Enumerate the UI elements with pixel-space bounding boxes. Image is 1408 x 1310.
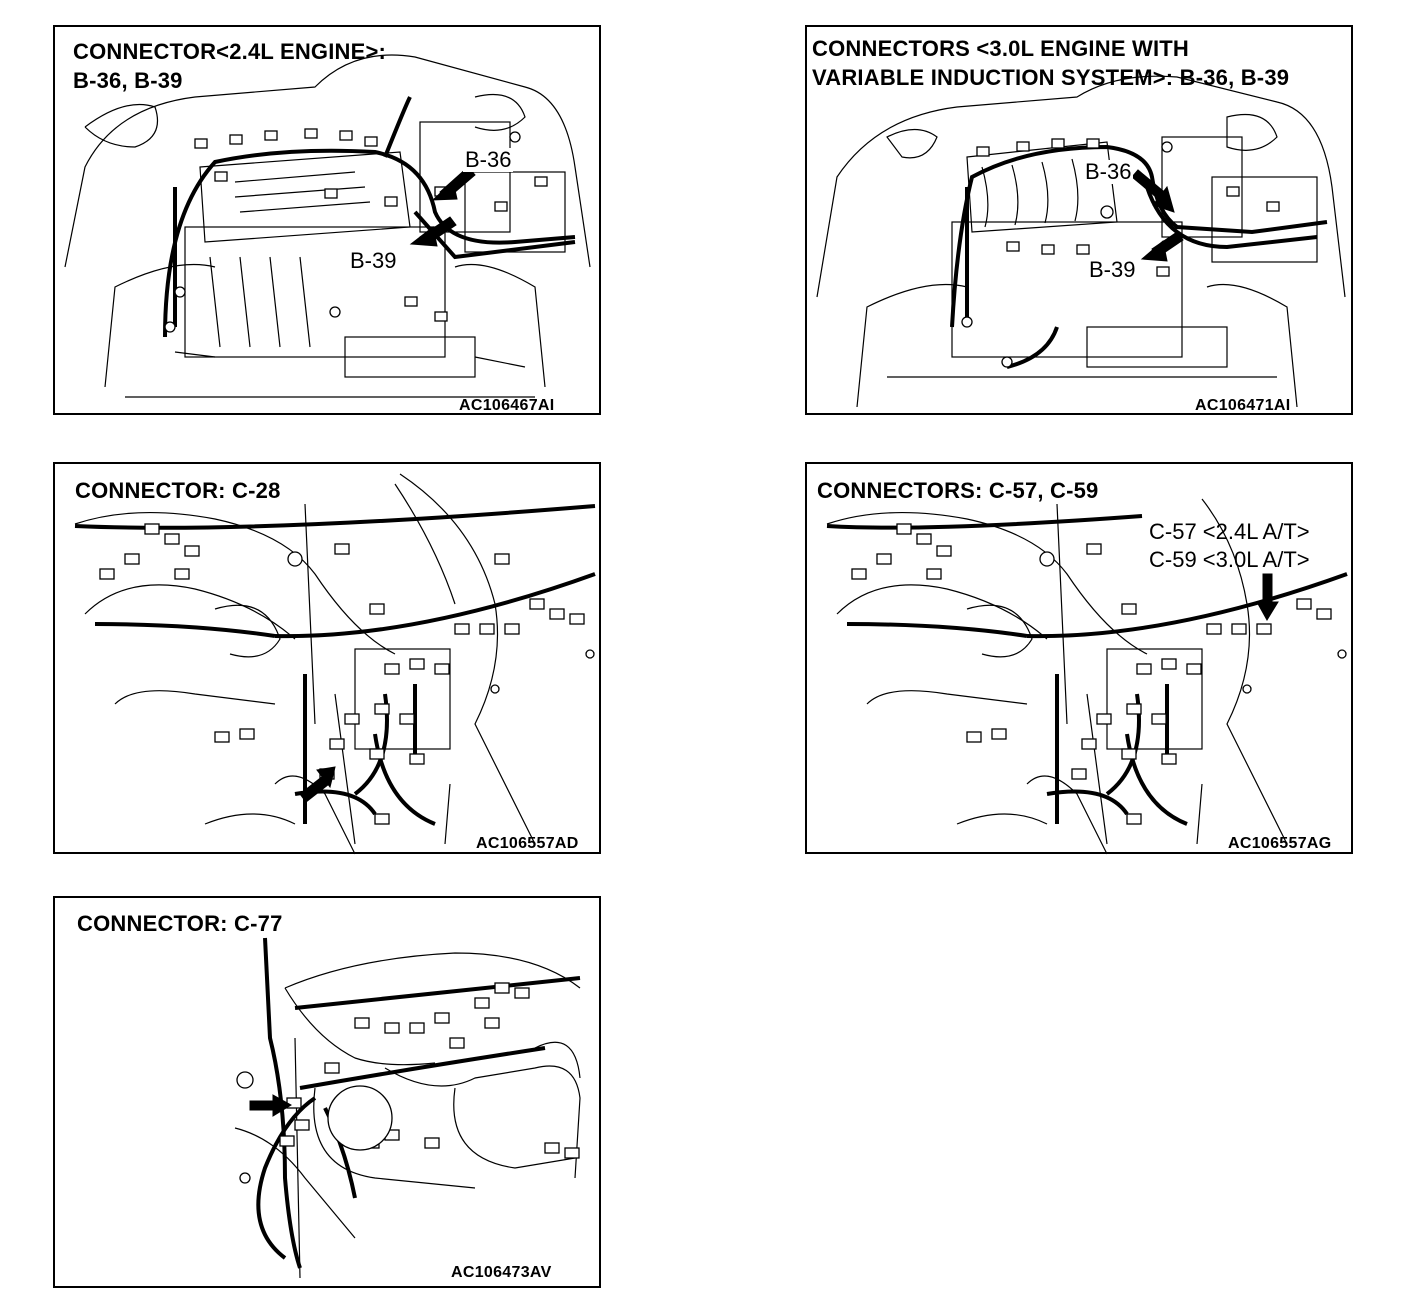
figure-code: AC106557AD bbox=[476, 835, 579, 852]
diagram-panel-c-28: CONNECTOR: C-28 AC106557AD bbox=[53, 462, 601, 855]
title-line-1: CONNECTORS: C-57, C-59 bbox=[817, 478, 1099, 503]
engine-bay-illustration-3-0l bbox=[816, 75, 1346, 408]
title-line-2: B-36, B-39 bbox=[73, 68, 183, 93]
diagram-title: CONNECTOR<2.4L ENGINE>: B-36, B-39 bbox=[73, 37, 386, 95]
connector-callout-b-36: B-36 bbox=[1083, 159, 1134, 184]
figure-code: AC106471AI bbox=[1195, 397, 1291, 414]
diagram-title: CONNECTOR: C-28 bbox=[75, 476, 281, 505]
diagram-title: CONNECTOR: C-77 bbox=[77, 909, 283, 938]
dashboard-harness-illustration-c-57-c-59 bbox=[826, 498, 1348, 855]
connector-callout-c-59: C-59 <3.0L A/T> bbox=[1149, 547, 1310, 572]
diagram-panel-c-57-c-59: CONNECTORS: C-57, C-59 C-57 <2.4L A/T> C… bbox=[805, 462, 1353, 855]
diagram-panel-3-0l-engine: CONNECTORS <3.0L ENGINE WITH VARIABLE IN… bbox=[805, 25, 1353, 415]
title-line-1: CONNECTOR: C-28 bbox=[75, 478, 281, 503]
figure-code: AC106473AV bbox=[451, 1264, 552, 1281]
connector-callout-b-36: B-36 bbox=[463, 147, 514, 172]
dashboard-harness-illustration-c-77 bbox=[234, 937, 581, 1279]
diagram-title: CONNECTORS: C-57, C-59 bbox=[817, 476, 1098, 505]
connector-callout-c-57: C-57 <2.4L A/T> bbox=[1149, 519, 1310, 544]
figure-code: AC106467AI bbox=[459, 397, 555, 414]
diagram-panel-2-4l-engine: CONNECTOR<2.4L ENGINE>: B-36, B-39 B-36 … bbox=[53, 25, 601, 415]
title-line-1: CONNECTOR<2.4L ENGINE>: bbox=[73, 39, 387, 64]
diagram-title: CONNECTORS <3.0L ENGINE WITH VARIABLE IN… bbox=[812, 34, 1289, 92]
title-line-2: VARIABLE INDUCTION SYSTEM>: B-36, B-39 bbox=[812, 65, 1290, 90]
connector-callout-b-39: B-39 bbox=[1087, 257, 1138, 282]
figure-code: AC106557AG bbox=[1228, 835, 1332, 852]
diagram-panel-c-77: CONNECTOR: C-77 AC106473AV bbox=[53, 896, 601, 1288]
title-line-1: CONNECTORS <3.0L ENGINE WITH bbox=[812, 36, 1190, 61]
dashboard-harness-illustration-c-28 bbox=[74, 473, 596, 855]
engine-bay-illustration-2-4l bbox=[64, 54, 591, 398]
title-line-1: CONNECTOR: C-77 bbox=[77, 911, 283, 936]
connector-callout-b-39: B-39 bbox=[348, 248, 399, 273]
